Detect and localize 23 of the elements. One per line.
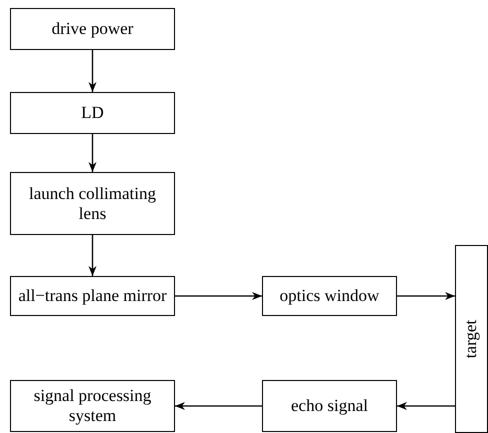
process-box (262, 380, 397, 432)
box-label: echo signal (290, 396, 369, 416)
box-label: signal processing system (32, 386, 152, 426)
process-box (455, 245, 488, 433)
arrow (88, 50, 96, 92)
process-box (10, 276, 175, 316)
box-label: LD (80, 103, 105, 123)
box-label: launch collimating lens (28, 184, 157, 224)
box-label: drive power (50, 19, 134, 39)
process-box (10, 92, 175, 134)
process-box (262, 276, 397, 316)
arrow (88, 134, 96, 172)
process-box (10, 8, 175, 50)
arrow (397, 402, 455, 410)
box-label: optics window (278, 286, 380, 306)
arrow (397, 292, 455, 300)
arrow (88, 235, 96, 276)
arrow (175, 402, 262, 410)
box-label: all−trans plane mirror (17, 286, 168, 306)
process-box (10, 172, 175, 235)
box-label: target (462, 320, 482, 358)
process-box (10, 380, 175, 432)
arrow (175, 292, 262, 300)
